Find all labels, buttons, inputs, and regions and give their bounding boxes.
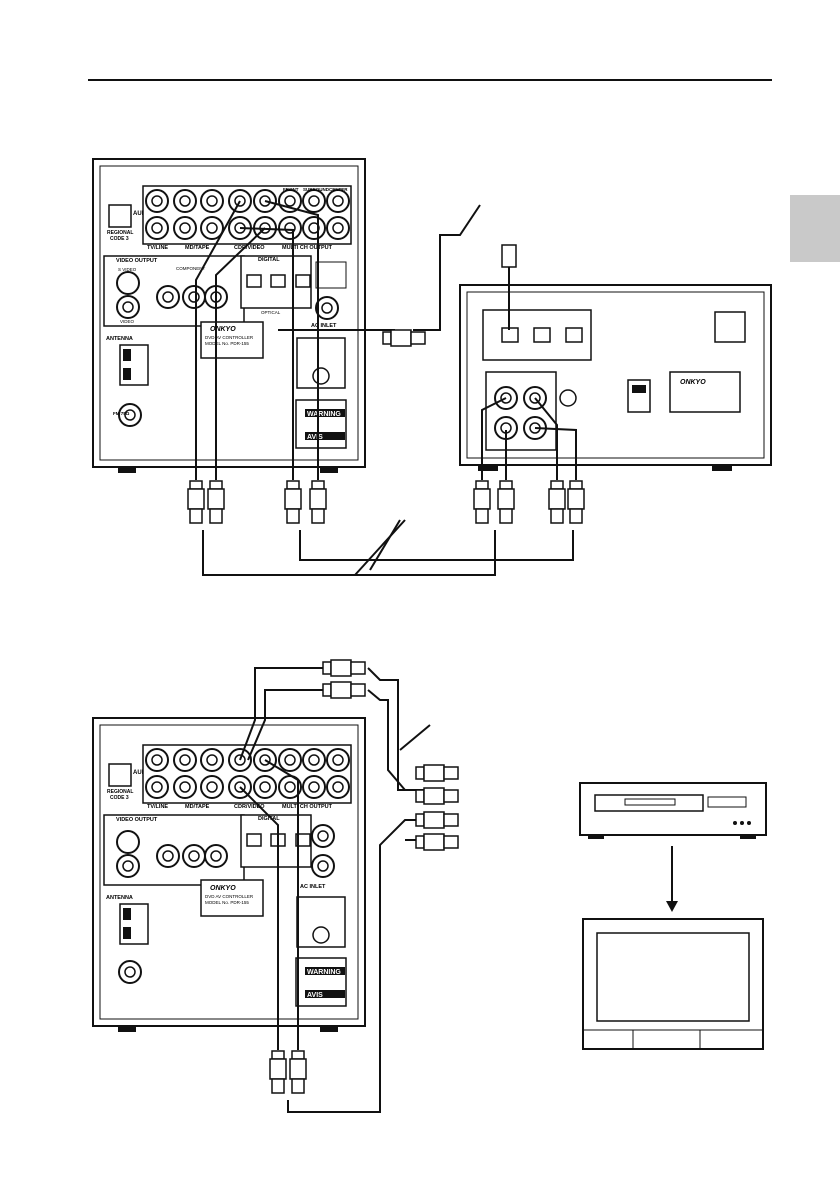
cables-top — [195, 200, 577, 576]
vcr — [579, 782, 767, 839]
svg-text:MODEL No. PDR-155: MODEL No. PDR-155 — [205, 341, 249, 346]
svg-text:MULTI CH OUTPUT: MULTI CH OUTPUT — [282, 804, 333, 810]
svg-text:FRONT: FRONT — [283, 187, 299, 192]
svg-text:MULTI CH OUTPUT: MULTI CH OUTPUT — [282, 245, 333, 251]
tv — [582, 918, 764, 1050]
svg-text:MD/TAPE: MD/TAPE — [185, 245, 210, 251]
svg-text:S VIDEO: S VIDEO — [118, 267, 137, 272]
svg-text:OPTICAL: OPTICAL — [261, 310, 281, 315]
svg-text:AVIS: AVIS — [307, 992, 323, 999]
svg-text:DIGITAL: DIGITAL — [258, 257, 280, 263]
svg-text:VIDEO: VIDEO — [120, 319, 135, 324]
svg-text:DVD AV CONTROLLER: DVD AV CONTROLLER — [205, 894, 254, 899]
svg-text:CDR/VIDEO: CDR/VIDEO — [234, 804, 265, 810]
receiver-top: REGIONAL CODE 3 AUDIO TV/LINE MD/TAPE CD… — [92, 158, 366, 473]
svg-text:WARNING: WARNING — [307, 969, 341, 976]
vcr-to-tv-arrow — [666, 846, 678, 912]
svg-text:CDR/VIDEO: CDR/VIDEO — [234, 245, 265, 251]
svg-text:DVD AV CONTROLLER: DVD AV CONTROLLER — [205, 335, 254, 340]
svg-text:DIGITAL: DIGITAL — [258, 816, 280, 822]
svg-text:CENTER: CENTER — [329, 187, 348, 192]
svg-text:ONKYO: ONKYO — [680, 379, 706, 386]
svg-text:AC INLET: AC INLET — [300, 884, 326, 890]
svg-text:FM 75Ω: FM 75Ω — [113, 411, 130, 416]
plugs-top — [187, 244, 585, 524]
svg-text:ONKYO: ONKYO — [210, 885, 236, 892]
svg-text:MODEL No. PDR-155: MODEL No. PDR-155 — [205, 900, 249, 905]
svg-text:AVIS: AVIS — [307, 434, 323, 441]
deck-top: ONKYO — [459, 284, 772, 471]
svg-text:ANTENNA: ANTENNA — [106, 895, 133, 901]
top-rule — [88, 79, 772, 81]
svg-text:ONKYO: ONKYO — [210, 326, 236, 333]
svg-text:VIDEO OUTPUT: VIDEO OUTPUT — [116, 817, 158, 823]
svg-text:AC INLET: AC INLET — [311, 323, 337, 329]
svg-text:COMPONENT: COMPONENT — [176, 266, 206, 271]
svg-text:SURROUND: SURROUND — [303, 187, 330, 192]
svg-text:WARNING: WARNING — [307, 411, 341, 418]
svg-text:TV/LINE: TV/LINE — [147, 804, 168, 810]
svg-text:TV/LINE: TV/LINE — [147, 245, 168, 251]
svg-text:MD/TAPE: MD/TAPE — [185, 804, 210, 810]
regional-code-label: REGIONAL — [107, 230, 133, 236]
svg-text:VIDEO OUTPUT: VIDEO OUTPUT — [116, 258, 158, 264]
svg-text:REGIONAL: REGIONAL — [107, 789, 133, 795]
receiver-bottom: REGIONAL CODE 3 AUDIO TV/LINE MD/TAPE CD… — [92, 717, 366, 1032]
svg-text:CODE 3: CODE 3 — [110, 236, 129, 242]
section-tab — [790, 195, 840, 262]
svg-text:CODE 3: CODE 3 — [110, 795, 129, 801]
cables-bottom — [239, 667, 431, 1113]
svg-text:ANTENNA: ANTENNA — [106, 336, 133, 342]
